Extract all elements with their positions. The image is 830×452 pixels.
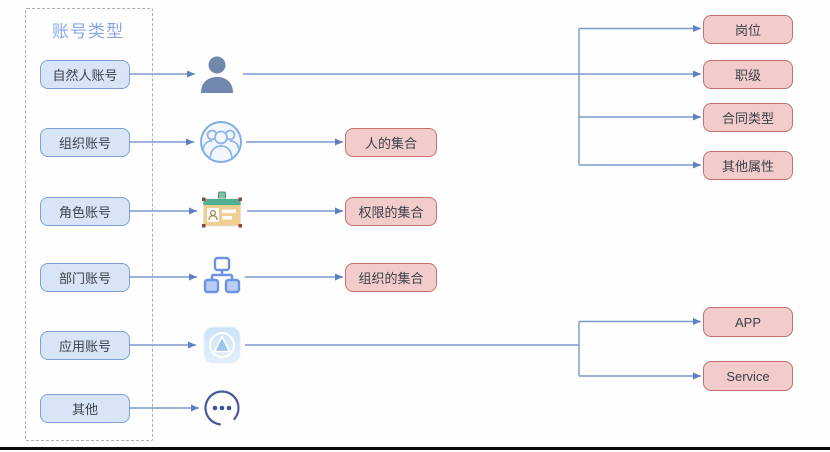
bottom-divider	[0, 447, 830, 450]
person-icon	[197, 53, 237, 100]
group-circle-icon	[199, 120, 243, 169]
result-node-organization-set: 组织的集合	[345, 263, 437, 292]
attribute-node-rank: 职级	[703, 60, 793, 89]
attribute-node-other-attributes: 其他属性	[703, 151, 793, 180]
account-type-group-frame	[25, 8, 153, 441]
diagram-title: 账号类型	[52, 22, 124, 41]
id-badge-icon	[202, 191, 242, 236]
org-chart-icon	[202, 256, 242, 301]
app-icon	[201, 324, 243, 371]
ellipsis-circle-icon	[203, 389, 241, 432]
output-node-service: Service	[703, 361, 793, 391]
output-node-app: APP	[703, 307, 793, 337]
result-node-permission-set: 权限的集合	[345, 197, 437, 226]
result-node-people-set: 人的集合	[345, 128, 437, 157]
account-node-application: 应用账号	[40, 331, 130, 360]
account-node-other: 其他	[40, 394, 130, 423]
attribute-node-position: 岗位	[703, 15, 793, 44]
account-node-role: 角色账号	[40, 197, 130, 226]
account-node-organization: 组织账号	[40, 128, 130, 157]
account-node-department: 部门账号	[40, 263, 130, 292]
account-node-natural-person: 自然人账号	[40, 60, 130, 89]
attribute-node-contract-type: 合同类型	[703, 103, 793, 132]
